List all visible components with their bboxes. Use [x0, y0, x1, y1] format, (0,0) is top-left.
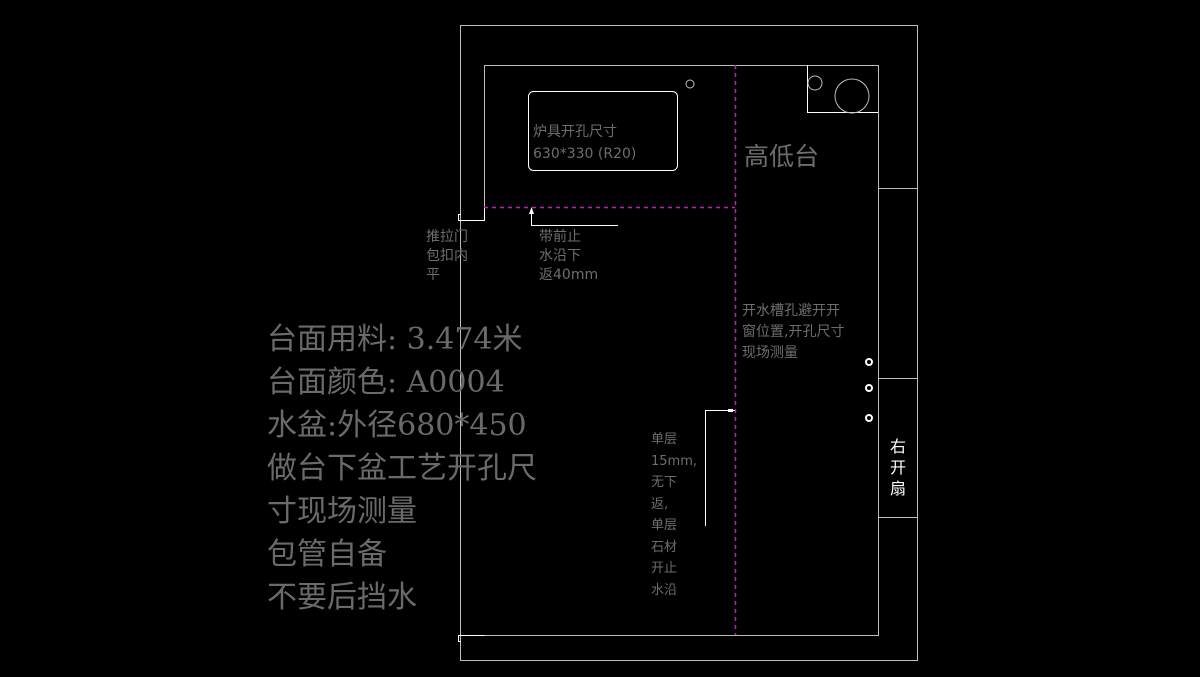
note-line: 单层: [651, 518, 678, 533]
outer-wall: [460, 25, 918, 661]
note-line: 返40mm: [539, 267, 599, 283]
note-line: 单层: [651, 432, 678, 447]
arrow-head: [529, 207, 534, 214]
note-line: 带前止: [539, 229, 581, 245]
note-line: 开止: [651, 561, 678, 576]
faucet-hole: [685, 79, 695, 89]
spec-sink: 水盆:外径680*450: [267, 408, 527, 443]
note-line: 窗位置,开孔尺寸: [742, 324, 845, 340]
sink-hole-note: 开水槽孔避开开 窗位置,开孔尺寸 现场测量: [742, 301, 844, 364]
sliding-door-note: 推拉门 包扣内 平: [426, 228, 468, 285]
leader-single-layer: [705, 410, 735, 526]
cooktop-size: 630*330 (R20): [533, 146, 637, 162]
sliding-door-bracket-bottom: [458, 635, 485, 642]
marker-dot: [865, 414, 873, 422]
note-line: 平: [426, 267, 440, 283]
high-low-label: 高低台: [744, 142, 820, 171]
spec-undermount: 做台下盆工艺开孔尺: [267, 451, 537, 486]
cooktop-note: 炉具开孔尺寸 630*330 (R20): [533, 121, 636, 165]
window-label-char: 扇: [890, 479, 907, 498]
window-label-char: 右: [890, 437, 907, 456]
note-line: 无下: [651, 475, 678, 490]
note-line: 开水槽孔避开开: [742, 303, 840, 319]
sliding-door-bracket-top: [458, 207, 485, 221]
window-frame: [878, 188, 917, 518]
note-line: 石材: [651, 539, 678, 555]
spec-material: 台面用料: 3.474米: [267, 322, 523, 357]
note-line: 15mm,: [651, 453, 698, 469]
countertop-outline: [484, 65, 879, 636]
note-line: 推拉门: [426, 229, 468, 245]
note-line: 包扣内: [426, 248, 468, 264]
spec-backsplash: 不要后挡水: [267, 580, 417, 615]
note-line: 现场测量: [742, 345, 798, 361]
single-layer-note: 单层 15mm, 无下 返, 单层 石材 开止 水沿: [651, 429, 697, 601]
pipe-large: [834, 78, 870, 114]
pipe-small: [807, 75, 823, 91]
front-edge-note: 带前止 水沿下 返40mm: [539, 228, 598, 285]
spec-color: 台面颜色: A0004: [267, 365, 505, 400]
window-label: 右 开 扇: [890, 436, 906, 499]
note-line: 水沿: [651, 582, 678, 598]
note-line: 返,: [651, 496, 669, 512]
cooktop-cutout: [528, 91, 678, 171]
marker-dot: [865, 358, 873, 366]
window-label-char: 开: [890, 458, 907, 477]
leader-end-mark: [728, 409, 733, 412]
note-line: 水沿下: [539, 248, 581, 264]
leader-front-edge: [531, 210, 618, 226]
cooktop-label: 炉具开孔尺寸: [533, 124, 617, 140]
spec-list: 台面用料: 3.474米 台面颜色: A0004 水盆:外径680*450 做台…: [267, 318, 537, 619]
spec-measure: 寸现场测量: [267, 494, 417, 529]
marker-dot: [865, 384, 873, 392]
spec-pipe: 包管自备: [267, 537, 387, 572]
